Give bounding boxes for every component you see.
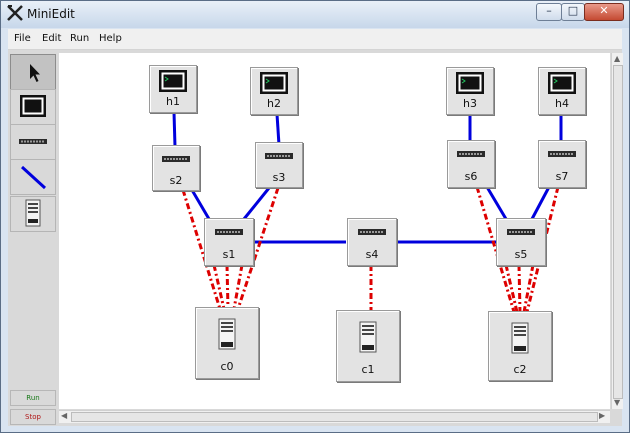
host-node[interactable]: h4 [538, 67, 586, 115]
controller-server-icon [218, 318, 236, 350]
window-title: MiniEdit [27, 7, 75, 21]
control-link-c0-s1-b[interactable] [225, 264, 230, 310]
switch-icon [215, 229, 243, 235]
link-h2-s3[interactable] [275, 113, 281, 146]
host-label: h1 [166, 95, 180, 108]
switch-node[interactable]: s7 [538, 140, 586, 188]
host-label: h2 [267, 97, 281, 110]
host-node[interactable]: h2 [250, 67, 298, 115]
switch-node[interactable]: s3 [255, 142, 303, 188]
run-button[interactable]: Run [10, 390, 56, 406]
switch-label: s5 [514, 248, 528, 261]
switch-node[interactable]: s6 [447, 140, 495, 188]
link-s2-s1[interactable] [190, 189, 211, 220]
host-monitor-icon [20, 95, 46, 117]
switch-label: s3 [272, 171, 286, 184]
host-monitor-icon [159, 70, 187, 92]
switch-icon [265, 153, 293, 159]
control-link-c2-s6[interactable] [475, 186, 516, 313]
controller-node[interactable]: c2 [488, 311, 552, 381]
control-link-c2-s7[interactable] [525, 186, 560, 313]
title-bar[interactable]: MiniEdit – □ ✕ [1, 1, 629, 28]
link-line-icon [20, 165, 47, 190]
controller-server-icon [359, 321, 377, 353]
switch-label: s6 [464, 170, 478, 183]
link-tool-button[interactable] [10, 159, 56, 195]
switch-icon [162, 156, 190, 162]
app-icon [7, 5, 23, 21]
link-s6-s5[interactable] [485, 186, 508, 220]
control-link-c2-s5-a[interactable] [504, 264, 519, 313]
controller-label: c0 [220, 360, 234, 373]
switch-icon [457, 151, 485, 157]
controller-server-icon [511, 322, 529, 354]
switch-label: s2 [169, 174, 183, 187]
link-h1-s2[interactable] [172, 111, 177, 148]
control-link-c0-s2[interactable] [181, 189, 222, 310]
vertical-scroll-thumb[interactable] [613, 65, 623, 399]
switch-tool-button[interactable] [10, 124, 56, 160]
controller-node[interactable]: c0 [195, 307, 259, 379]
switch-icon [358, 229, 386, 235]
maximize-button[interactable]: □ [561, 3, 585, 21]
host-monitor-icon [548, 72, 576, 94]
host-label: h3 [463, 97, 477, 110]
menu-bar: File Edit Run Help [8, 29, 622, 50]
control-link-c2-s5-c[interactable] [522, 264, 535, 313]
topology-canvas[interactable]: h1 h2 h3 [59, 53, 610, 409]
host-monitor-icon [260, 72, 288, 94]
scroll-left-icon[interactable]: ◀ [61, 411, 68, 420]
switch-node[interactable]: s2 [152, 145, 200, 191]
switch-icon [19, 139, 47, 144]
controller-label: c2 [513, 363, 527, 376]
switch-icon [507, 229, 535, 235]
switch-label: s7 [555, 170, 569, 183]
controller-label: c1 [361, 363, 375, 376]
switch-label: s1 [222, 248, 236, 261]
switch-label: s4 [365, 248, 379, 261]
menu-help[interactable]: Help [99, 33, 122, 44]
close-button[interactable]: ✕ [584, 3, 624, 21]
switch-node[interactable]: s4 [347, 218, 397, 266]
host-node[interactable]: h3 [446, 67, 494, 115]
host-node[interactable]: h1 [149, 65, 197, 113]
host-tool-button[interactable] [10, 89, 56, 125]
controller-tool-button[interactable] [10, 196, 56, 232]
vertical-scrollbar[interactable]: ▲ ▼ [611, 53, 623, 409]
link-s7-s5[interactable] [530, 186, 551, 220]
controller-node[interactable]: c1 [336, 310, 400, 382]
menu-edit[interactable]: Edit [42, 33, 62, 44]
scroll-down-icon[interactable]: ▼ [614, 398, 621, 407]
tool-palette: Run Stop [8, 50, 58, 426]
client-area: Run Stop [8, 50, 623, 426]
horizontal-scrollbar[interactable]: ◀ ▶ [59, 410, 610, 423]
stop-button[interactable]: Stop [10, 409, 56, 425]
host-monitor-icon [456, 72, 484, 94]
host-label: h4 [555, 97, 569, 110]
menu-run[interactable]: Run [70, 33, 90, 44]
controller-server-icon [25, 199, 41, 227]
horizontal-scroll-thumb[interactable] [71, 412, 598, 422]
cursor-arrow-icon [30, 64, 40, 82]
link-s3-s1[interactable] [242, 187, 271, 220]
scroll-right-icon[interactable]: ▶ [599, 411, 606, 420]
control-link-c2-s5-b[interactable] [517, 264, 522, 313]
switch-node[interactable]: s5 [496, 218, 546, 266]
minimize-button[interactable]: – [536, 3, 562, 21]
select-tool-button[interactable] [10, 54, 56, 90]
menu-file[interactable]: File [14, 33, 31, 44]
control-link-c0-s1-c[interactable] [232, 264, 244, 310]
control-link-c0-s1-a[interactable] [212, 264, 226, 310]
link-layer [172, 111, 563, 313]
switch-icon [548, 151, 576, 157]
switch-node[interactable]: s1 [204, 218, 254, 266]
scroll-up-icon[interactable]: ▲ [614, 54, 621, 63]
